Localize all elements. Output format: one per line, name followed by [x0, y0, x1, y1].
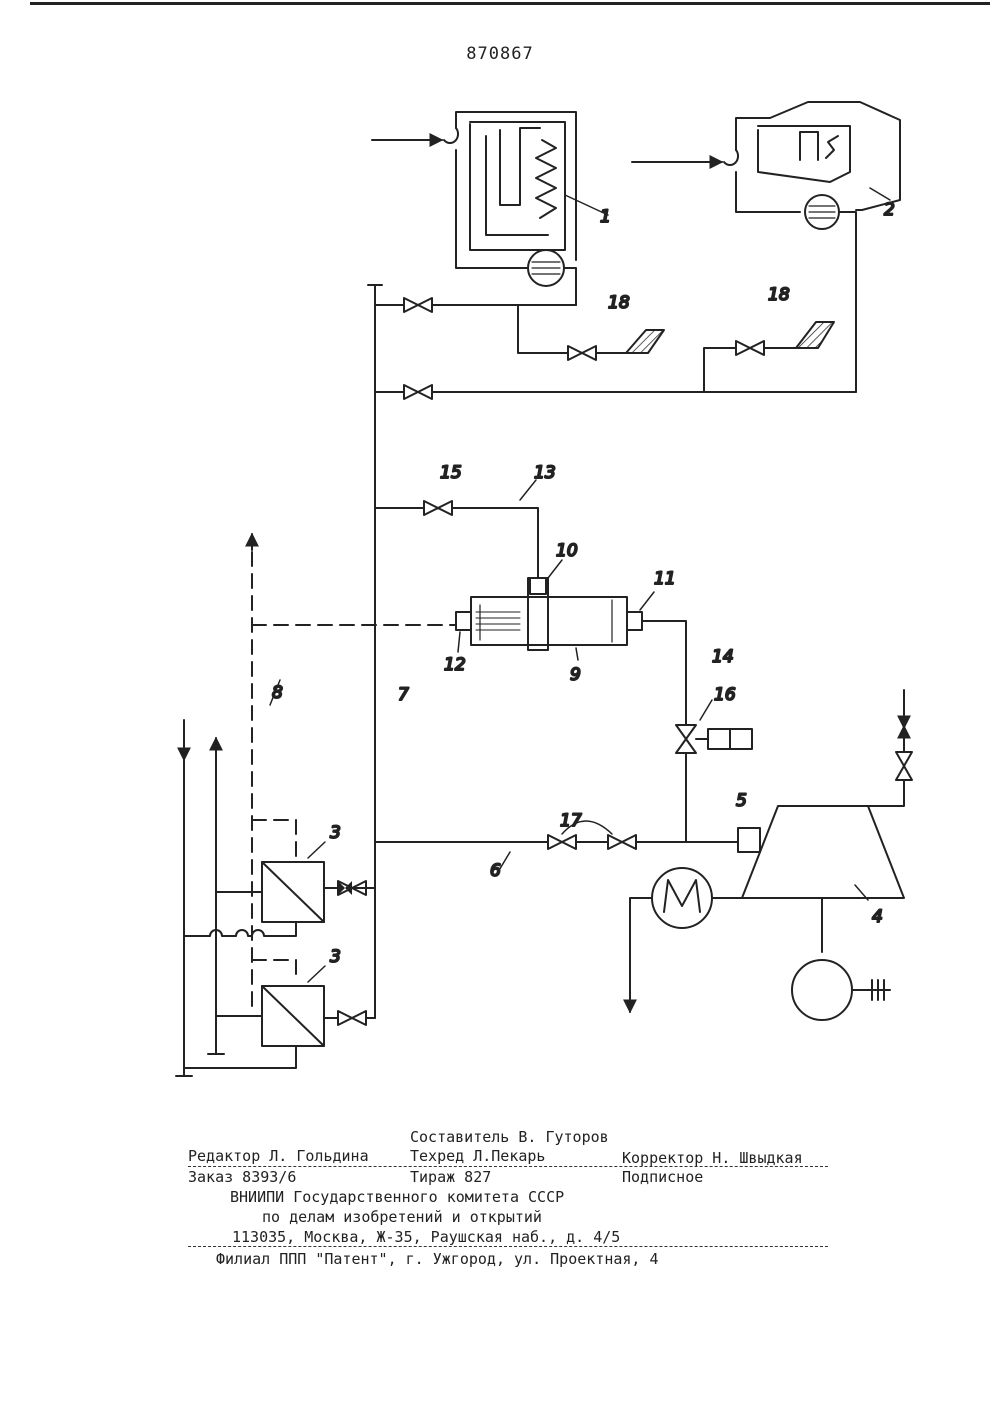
label-17: 17 — [560, 811, 582, 831]
label-1: 1 — [600, 207, 611, 227]
imprint-editor: Редактор Л. Гольдина — [188, 1147, 369, 1165]
label-16: 16 — [714, 685, 736, 705]
imprint-subscription: Подписное — [622, 1168, 703, 1186]
valve-boiler-2 — [404, 385, 432, 399]
imprint-corrector: Корректор Н. Швыдкая — [622, 1149, 803, 1167]
turbine-4 — [738, 690, 912, 1020]
label-3-bottom: 3 — [330, 947, 341, 967]
boiler-1 — [372, 112, 608, 305]
valve-boiler-1 — [404, 298, 432, 312]
label-10: 10 — [556, 541, 578, 561]
label-13: 13 — [534, 463, 556, 483]
imprint-print-run: Тираж 827 — [410, 1168, 491, 1186]
label-12: 12 — [444, 655, 466, 675]
label-7: 7 — [398, 685, 409, 705]
cylinder-9 — [456, 560, 654, 660]
valve-drain-2 — [736, 341, 764, 355]
label-8: 8 — [272, 683, 283, 703]
imprint-branch: Филиал ППП "Патент", г. Ужгород, ул. Про… — [216, 1250, 659, 1268]
label-6: 6 — [490, 861, 501, 881]
schematic-diagram: 1 2 3 3 4 5 6 7 8 9 10 11 12 13 14 15 16… — [0, 0, 1000, 1100]
imprint-org-address: 113035, Москва, Ж-35, Раушская наб., д. … — [232, 1228, 620, 1246]
label-18-right: 18 — [768, 285, 790, 305]
label-15: 15 — [440, 463, 462, 483]
label-14: 14 — [712, 647, 734, 667]
left-piping — [176, 720, 296, 1076]
valve-drain-1 — [568, 346, 596, 360]
valve-16 — [676, 725, 696, 753]
label-18-left: 18 — [608, 293, 630, 313]
imprint-order: Заказ 8393/6 — [188, 1168, 296, 1186]
drain-18-left — [626, 330, 664, 353]
label-11: 11 — [654, 569, 676, 589]
imprint-techred: Техред Л.Пекарь — [410, 1147, 545, 1165]
drain-18-right — [796, 322, 834, 348]
label-3-top: 3 — [330, 823, 341, 843]
label-2: 2 — [884, 200, 895, 220]
heat-exchanger-3-top — [262, 842, 375, 922]
label-5: 5 — [736, 791, 747, 811]
imprint-org-line2: по делам изобретений и открытий — [262, 1208, 542, 1226]
imprint-rule-2 — [188, 1246, 828, 1247]
imprint-org-line1: ВНИИПИ Государственного комитета СССР — [230, 1188, 564, 1206]
label-4: 4 — [872, 907, 883, 927]
imprint-compiler: Составитель В. Гуторов — [410, 1128, 609, 1146]
valve-17a — [548, 835, 576, 849]
label-9: 9 — [570, 665, 581, 685]
valve-17b — [608, 835, 636, 849]
valve-15 — [424, 501, 452, 515]
imprint-rule-1 — [188, 1166, 828, 1167]
condenser — [630, 868, 742, 1012]
heat-exchanger-3-bottom — [262, 966, 375, 1046]
